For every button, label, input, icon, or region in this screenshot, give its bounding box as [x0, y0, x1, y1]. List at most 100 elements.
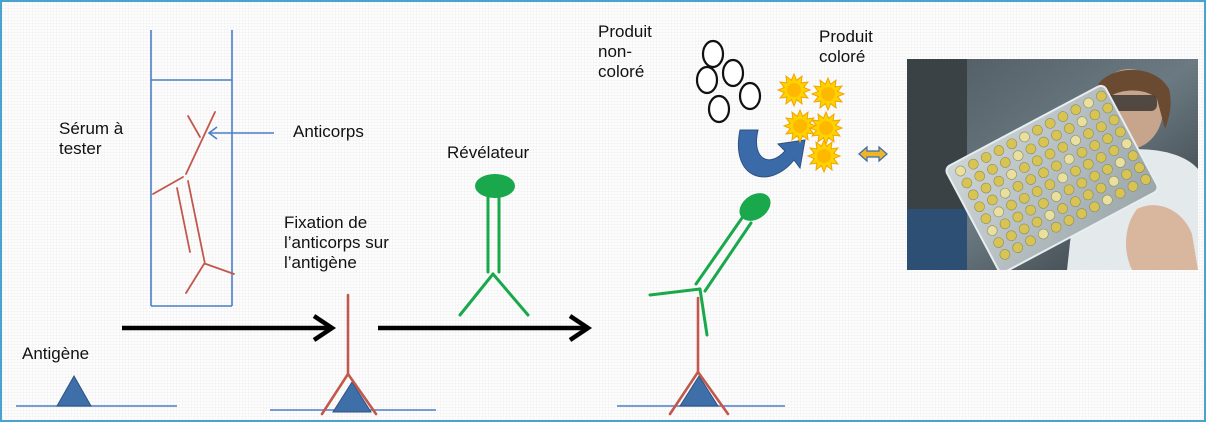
- plate-well: [1063, 123, 1075, 134]
- plate-well: [967, 189, 979, 201]
- plate-well: [1006, 169, 1017, 180]
- label-anticorps: Anticorps: [293, 122, 364, 141]
- plate-well: [1083, 97, 1094, 109]
- plate-well: [1012, 181, 1024, 192]
- plate-well: [1096, 90, 1107, 102]
- plate-well: [974, 170, 985, 182]
- plate-well: [1038, 136, 1049, 148]
- plate-well: [1089, 170, 1100, 182]
- plate-well: [1050, 191, 1062, 202]
- plate-well: [1115, 126, 1126, 138]
- anticorps-pointer-arrow: [207, 126, 274, 140]
- label-produit-colore: Produit coloré: [819, 27, 873, 66]
- plate-well: [1031, 155, 1043, 167]
- plate-well: [1140, 174, 1152, 185]
- plate-well: [1025, 204, 1036, 216]
- plate-well: [1102, 133, 1113, 144]
- plate-well: [1063, 215, 1075, 226]
- plate-well: [1006, 199, 1017, 211]
- plate-well: [1070, 135, 1081, 146]
- photo-image: [907, 59, 1198, 270]
- bound-antibody: [668, 296, 730, 416]
- plate-well: [1038, 198, 1049, 209]
- sun-shape: [808, 110, 844, 146]
- label-fixation: Fixation de l’anticorps sur l’antigène: [284, 213, 389, 272]
- serum-tube: [150, 30, 233, 307]
- plate-well: [1025, 143, 1037, 155]
- plate-well: [1018, 223, 1030, 235]
- plate-well: [1006, 230, 1017, 242]
- plate-well: [1095, 152, 1107, 163]
- curved-arrow: [738, 129, 806, 178]
- plate-well: [999, 187, 1011, 199]
- plate-well: [999, 249, 1011, 260]
- plate-well: [1051, 129, 1062, 141]
- plate-well: [1050, 221, 1062, 233]
- double-arrow: [858, 145, 888, 163]
- plate-well: [1070, 196, 1081, 207]
- plate-well: [1025, 235, 1036, 247]
- plate-well: [1044, 179, 1056, 190]
- antigen-triangle: [56, 374, 92, 407]
- sun-shape: [806, 138, 842, 174]
- plate-well: [1070, 104, 1082, 116]
- plate-well: [1076, 116, 1088, 127]
- plate-well: [1127, 181, 1139, 192]
- plate-well: [1121, 138, 1133, 150]
- plate-well: [1044, 118, 1056, 129]
- plate-well: [1134, 162, 1145, 173]
- bound-revealer: [648, 193, 771, 337]
- sun-shape: [810, 76, 846, 112]
- plate-well: [1057, 111, 1069, 122]
- plate-well: [1121, 169, 1132, 180]
- plate-well: [1044, 209, 1056, 221]
- plate-well: [999, 218, 1011, 230]
- plate-well: [1032, 124, 1043, 136]
- plate-well: [1057, 203, 1068, 214]
- plate-well: [1108, 175, 1120, 187]
- plate-well: [980, 152, 992, 163]
- plate-well: [1063, 184, 1075, 196]
- plate-well: [1012, 150, 1024, 161]
- plate-well: [1031, 216, 1043, 228]
- plate-well: [1089, 140, 1101, 151]
- plate-well: [1076, 208, 1088, 219]
- plate-well: [955, 165, 966, 177]
- plate-well: [987, 194, 998, 206]
- plate-well: [1083, 158, 1094, 170]
- plate-well: [1038, 228, 1049, 240]
- plate-well: [1019, 162, 1030, 173]
- plate-well: [1102, 194, 1113, 206]
- plate-well: [1070, 165, 1081, 177]
- antigen-triangle: [679, 375, 719, 407]
- plate-well: [986, 225, 998, 236]
- plate-well: [1114, 187, 1126, 199]
- plate-well: [1089, 201, 1100, 213]
- bound-antibody: [320, 293, 378, 416]
- label-serum: Sérum à tester: [59, 119, 124, 158]
- plate-well: [1006, 138, 1018, 150]
- plate-well: [1038, 167, 1049, 179]
- plate-well: [1076, 147, 1088, 158]
- process-arrow: [378, 314, 593, 342]
- plate-well: [987, 164, 998, 175]
- plate-well: [1102, 102, 1114, 114]
- plate-well: [999, 157, 1011, 168]
- plate-well: [961, 177, 973, 189]
- plate-well: [993, 145, 1005, 156]
- plate-well: [1108, 114, 1120, 126]
- uncolored-product: [695, 39, 762, 124]
- plate-well: [1019, 131, 1030, 143]
- plate-well: [1012, 242, 1024, 253]
- plate-well: [1076, 177, 1088, 189]
- plate-well: [1063, 153, 1075, 165]
- sun-shape: [782, 108, 818, 144]
- free-revealer: [458, 174, 530, 317]
- plate-well: [1057, 141, 1069, 153]
- plate-well: [1057, 172, 1069, 184]
- plate-well: [1095, 121, 1107, 133]
- plate-well: [1082, 189, 1094, 201]
- plate-well: [993, 237, 1004, 248]
- process-arrow: [122, 314, 337, 342]
